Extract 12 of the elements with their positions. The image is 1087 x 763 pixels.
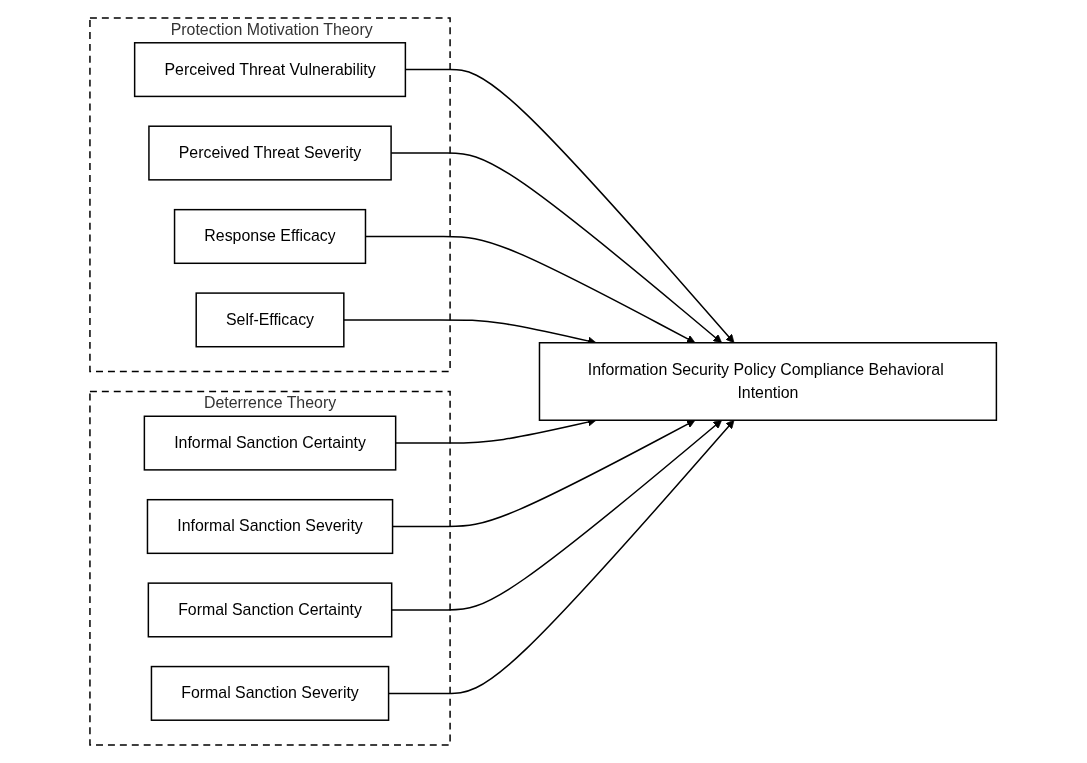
node-box: Self-Efficacy [195, 292, 345, 348]
node-box: Information Security Policy Compliance Behavioral Intention [539, 342, 998, 421]
node-box: Perceived Threat Vulnerability [134, 42, 407, 98]
node-box: Informal Sanction Severity [147, 498, 394, 555]
node-box: Formal Sanction Certainty [147, 582, 393, 638]
node-box: Informal Sanction Certainty [143, 415, 397, 471]
arrow [392, 419, 696, 528]
arrow [388, 419, 735, 695]
node-box: Response Efficacy [174, 208, 367, 265]
arrow [365, 235, 696, 344]
node-box: Formal Sanction Severity [151, 665, 390, 721]
node-box: Perceived Threat Severity [148, 125, 393, 181]
